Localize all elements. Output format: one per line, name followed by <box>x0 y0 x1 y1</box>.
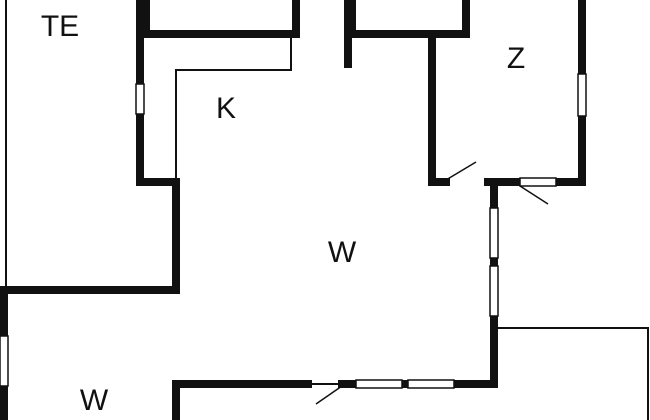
window-w-right-upper <box>489 207 499 259</box>
kitchen-counter-line <box>175 38 292 182</box>
wall-top-cabinet-left <box>142 0 300 38</box>
window-w-bottom-2 <box>407 379 455 389</box>
wall-top-cabinet-right <box>348 0 470 38</box>
room-label-z: Z <box>507 42 525 75</box>
room-labels: TE K Z W W <box>41 10 525 417</box>
wall-z-left <box>428 32 450 186</box>
wall-w-right <box>338 178 498 388</box>
wall-te-k-divider <box>0 0 180 294</box>
window-w-bottom-1 <box>355 379 403 389</box>
windows <box>0 73 587 389</box>
window-w-right-lower <box>489 265 499 317</box>
room-label-te: TE <box>41 10 79 43</box>
window-te-k <box>135 83 145 115</box>
window-z-right <box>577 73 587 117</box>
wall-w-bottom <box>172 380 312 420</box>
window-lower-left <box>0 335 9 387</box>
door-w-bottom <box>315 385 343 405</box>
room-label-w-lower: W <box>80 384 109 417</box>
room-label-w-main: W <box>328 236 357 269</box>
door-z <box>445 161 477 181</box>
doors <box>308 161 549 405</box>
wall-z-right <box>554 0 586 186</box>
terrace-outline <box>498 327 649 420</box>
room-label-k: K <box>216 92 236 125</box>
door-z-terrace <box>519 185 549 205</box>
window-z-bottom <box>519 177 557 187</box>
